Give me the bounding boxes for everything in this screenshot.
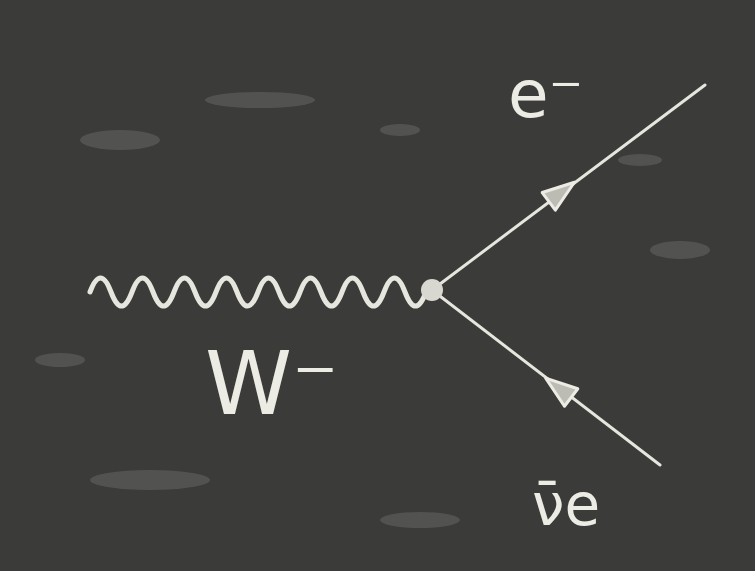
antineutrino-label: ν̄e <box>532 476 600 534</box>
antineutrino-arrowhead <box>539 369 578 406</box>
w-boson-wavy-line <box>90 278 432 306</box>
electron-label: e⁻ <box>508 62 583 128</box>
vertex-dot <box>421 279 443 301</box>
w-boson-label: W⁻ <box>205 340 338 428</box>
electron-arrowhead <box>542 173 581 210</box>
antineutrino-line <box>432 290 660 465</box>
